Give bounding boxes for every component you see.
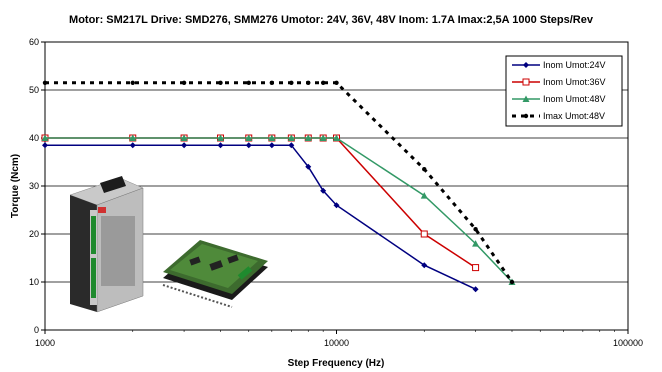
series-3 bbox=[41, 134, 516, 285]
data-point bbox=[269, 80, 275, 86]
data-point bbox=[523, 113, 529, 119]
data-point bbox=[421, 262, 428, 269]
y-tick-label: 0 bbox=[34, 325, 39, 335]
data-point bbox=[130, 80, 135, 86]
y-tick-label: 20 bbox=[29, 229, 39, 239]
data-point bbox=[305, 163, 312, 170]
drive-module-image bbox=[69, 176, 144, 313]
data-point bbox=[181, 142, 188, 149]
chart-title: Motor: SM217L Drive: SMD276, SMM276 Umot… bbox=[69, 14, 594, 26]
data-point bbox=[333, 202, 340, 209]
data-point bbox=[245, 134, 253, 141]
data-point bbox=[306, 80, 311, 86]
data-point bbox=[334, 80, 339, 86]
data-point bbox=[422, 167, 427, 172]
y-tick-label: 30 bbox=[29, 181, 39, 191]
data-point bbox=[246, 80, 251, 86]
data-point bbox=[522, 95, 530, 102]
data-point bbox=[472, 240, 480, 247]
y-axis-label: Torque (Ncm) bbox=[10, 154, 21, 218]
data-point bbox=[181, 80, 187, 86]
data-point bbox=[268, 134, 276, 141]
data-point bbox=[268, 142, 275, 149]
x-tick-label: 10000 bbox=[324, 338, 349, 348]
data-point bbox=[320, 187, 327, 194]
data-point bbox=[42, 80, 48, 86]
series-layer bbox=[41, 80, 516, 293]
data-point bbox=[523, 62, 529, 68]
data-point bbox=[472, 286, 479, 293]
y-tick-label: 50 bbox=[29, 85, 39, 95]
data-point bbox=[473, 227, 478, 232]
series-line bbox=[45, 144, 476, 290]
y-tick-label: 10 bbox=[29, 277, 39, 287]
data-point bbox=[42, 142, 48, 149]
series-4 bbox=[42, 80, 515, 285]
data-point bbox=[472, 264, 480, 272]
data-point bbox=[287, 134, 295, 141]
legend-label: Inom Umot:24V bbox=[543, 60, 606, 70]
data-point bbox=[129, 142, 136, 149]
y-tick-label: 60 bbox=[29, 37, 39, 47]
data-point bbox=[180, 134, 188, 141]
data-point bbox=[288, 142, 295, 149]
data-point bbox=[320, 80, 326, 86]
data-point bbox=[420, 230, 428, 238]
data-point bbox=[217, 142, 224, 149]
y-tick-labels: 0 10 20 30 40 50 60 bbox=[29, 37, 45, 335]
legend-label: Inom Umot:48V bbox=[543, 94, 606, 104]
data-point bbox=[333, 134, 340, 141]
data-point bbox=[217, 134, 225, 141]
series-1 bbox=[42, 142, 479, 293]
driver-board-image bbox=[162, 240, 268, 308]
data-point bbox=[420, 192, 428, 199]
y-tick-label: 40 bbox=[29, 133, 39, 143]
legend-label: Imax Umot:48V bbox=[543, 111, 605, 121]
data-point bbox=[41, 134, 49, 141]
data-point bbox=[245, 142, 252, 149]
legend-label: Inom Umot:36V bbox=[543, 77, 606, 87]
x-tick-label: 1000 bbox=[35, 338, 55, 348]
chart-legend: Inom Umot:24V Inom Umot:36V Inom Umot:48V I… bbox=[505, 55, 623, 127]
x-axis-label: Step Frequency (Hz) bbox=[288, 358, 385, 369]
data-point bbox=[319, 134, 327, 141]
data-point bbox=[129, 134, 137, 141]
legend-box bbox=[505, 55, 623, 127]
x-tick-labels: 1000 10000 100000 bbox=[35, 330, 643, 348]
data-point bbox=[522, 78, 530, 86]
data-point bbox=[289, 80, 294, 86]
data-point bbox=[218, 80, 223, 86]
x-tick-label: 100000 bbox=[613, 338, 643, 348]
data-point bbox=[509, 279, 515, 285]
data-point bbox=[304, 134, 312, 141]
